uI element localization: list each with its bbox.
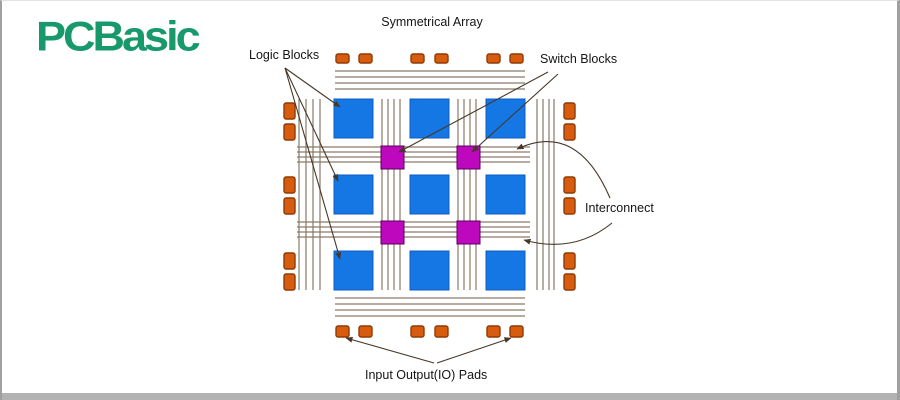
switch-blocks-label: Switch Blocks [540,52,618,66]
logic-block [485,98,526,139]
logic-block [409,174,450,215]
io-pad [335,53,350,64]
interconnect-label: Interconnect [585,201,654,215]
switch-label-to-switch-1-arrow [398,71,549,153]
blocks-layer [333,98,526,291]
io-pad [434,325,449,338]
io-label-to-pad-left-arrow [345,336,435,364]
io-pads-layer [283,53,576,338]
io-pad [563,197,576,215]
interconnect-to-lower-channel-arrow [523,222,613,245]
io-pad [509,325,524,338]
io-pads-label: Input Output(IO) Pads [365,368,488,382]
io-pad [563,123,576,141]
io-pad [335,325,350,338]
io-pad [434,53,449,64]
io-pad [563,102,576,120]
switch-label-to-switch-2-arrow [471,73,559,153]
io-pad [283,273,296,291]
annotation-arrows-layer [284,67,613,364]
logic-block [333,174,374,215]
io-label-to-pad-right-arrow [436,337,512,364]
io-pad [563,176,576,194]
logic-label-to-block-7-arrow [284,67,342,260]
io-pad [358,325,373,338]
logic-block [485,174,526,215]
io-pad [563,252,576,270]
io-pad [283,197,296,215]
pcbasic-logo: PCBasic [36,13,201,60]
logic-block [409,98,450,139]
logic-label-to-block-4-arrow [284,67,339,182]
logic-block [485,250,526,291]
io-pad [410,325,425,338]
logic-block [409,250,450,291]
io-pad [410,53,425,64]
interconnect-to-upper-channel-arrow [516,141,611,199]
bottom-divider-bar [2,393,897,400]
logic-blocks-label: Logic Blocks [249,48,320,62]
switch-block [456,145,481,170]
diagram-title: Symmetrical Array [381,15,483,29]
switch-block [456,220,481,245]
io-pad [486,53,501,64]
interconnect-wires-layer [297,70,555,317]
io-pad [358,53,373,64]
io-pad [283,176,296,194]
switch-block [380,145,405,170]
io-pad [486,325,501,338]
io-pad [283,102,296,120]
io-pad [283,252,296,270]
io-pad [509,53,524,64]
io-pad [563,273,576,291]
io-pad [283,123,296,141]
switch-block [380,220,405,245]
logic-block [333,98,374,139]
logic-label-to-block-1-arrow [284,67,341,108]
